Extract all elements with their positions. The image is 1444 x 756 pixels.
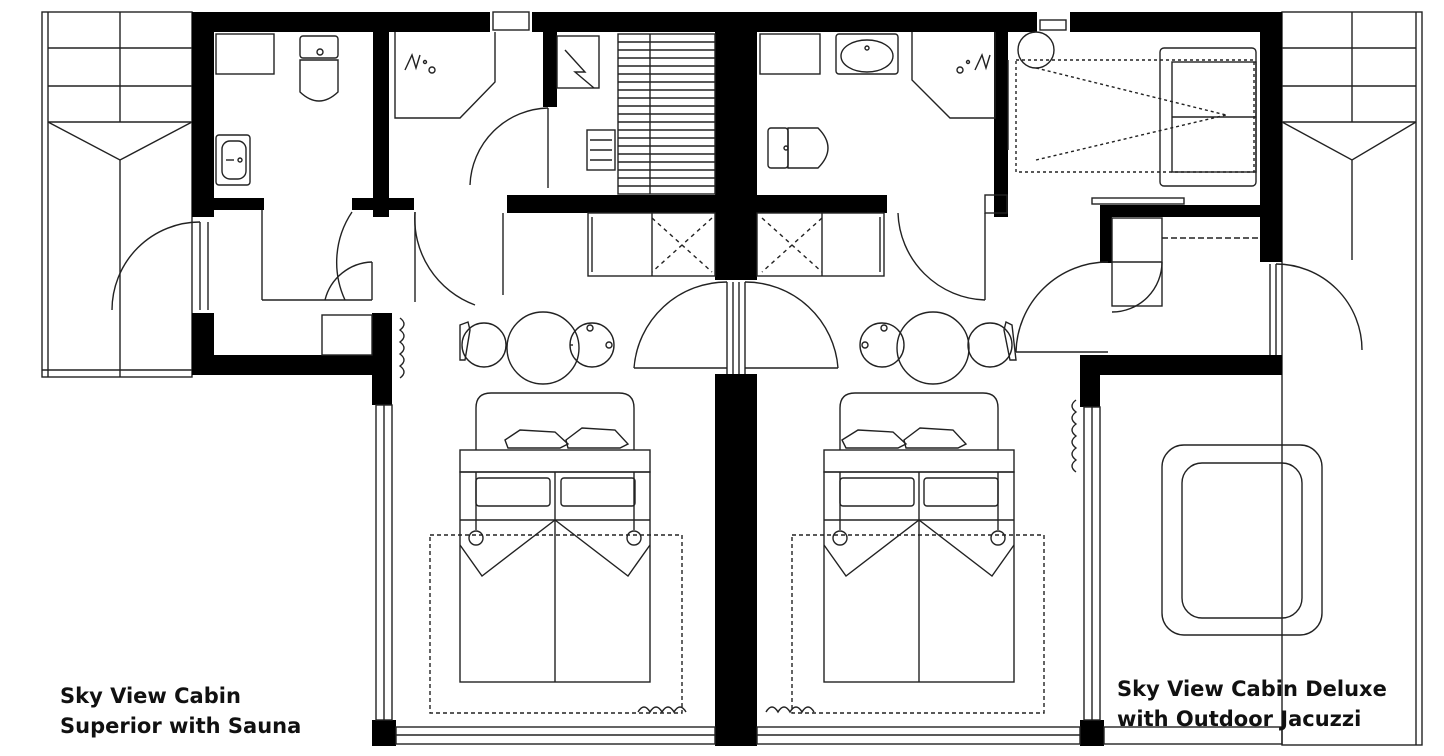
- wardrobes: [587, 212, 885, 277]
- bed-right: [765, 392, 1045, 714]
- sofa-area: [1007, 31, 1257, 205]
- unit-label-deluxe-line2: with Outdoor Jacuzzi: [1117, 707, 1362, 731]
- unit-label-deluxe-line1: Sky View Cabin Deluxe: [1117, 677, 1387, 701]
- unit-label-superior-line1: Sky View Cabin: [60, 684, 241, 708]
- bathroom-left: [215, 33, 339, 186]
- unit-label-superior: Sky View Cabin Superior with Sauna: [60, 681, 301, 741]
- windows: [375, 404, 1283, 745]
- left-balcony: [41, 11, 193, 378]
- unit-label-superior-line2: Superior with Sauna: [60, 714, 302, 738]
- entrance-doors: [633, 281, 839, 374]
- bed-left: [429, 392, 687, 714]
- staircase: [617, 33, 716, 195]
- unit-label-deluxe: Sky View Cabin Deluxe with Outdoor Jacuz…: [1117, 674, 1387, 734]
- dining-left: [459, 311, 615, 385]
- walls: [192, 12, 1282, 746]
- curtains: [398, 317, 1078, 473]
- sauna-left: [394, 32, 616, 171]
- jacuzzi: [1161, 444, 1323, 636]
- utility-right: [1015, 217, 1363, 355]
- dining-right: [859, 311, 1017, 385]
- bathroom-right: [759, 32, 1008, 301]
- doors-left: [111, 107, 549, 356]
- right-balcony: [1281, 11, 1423, 746]
